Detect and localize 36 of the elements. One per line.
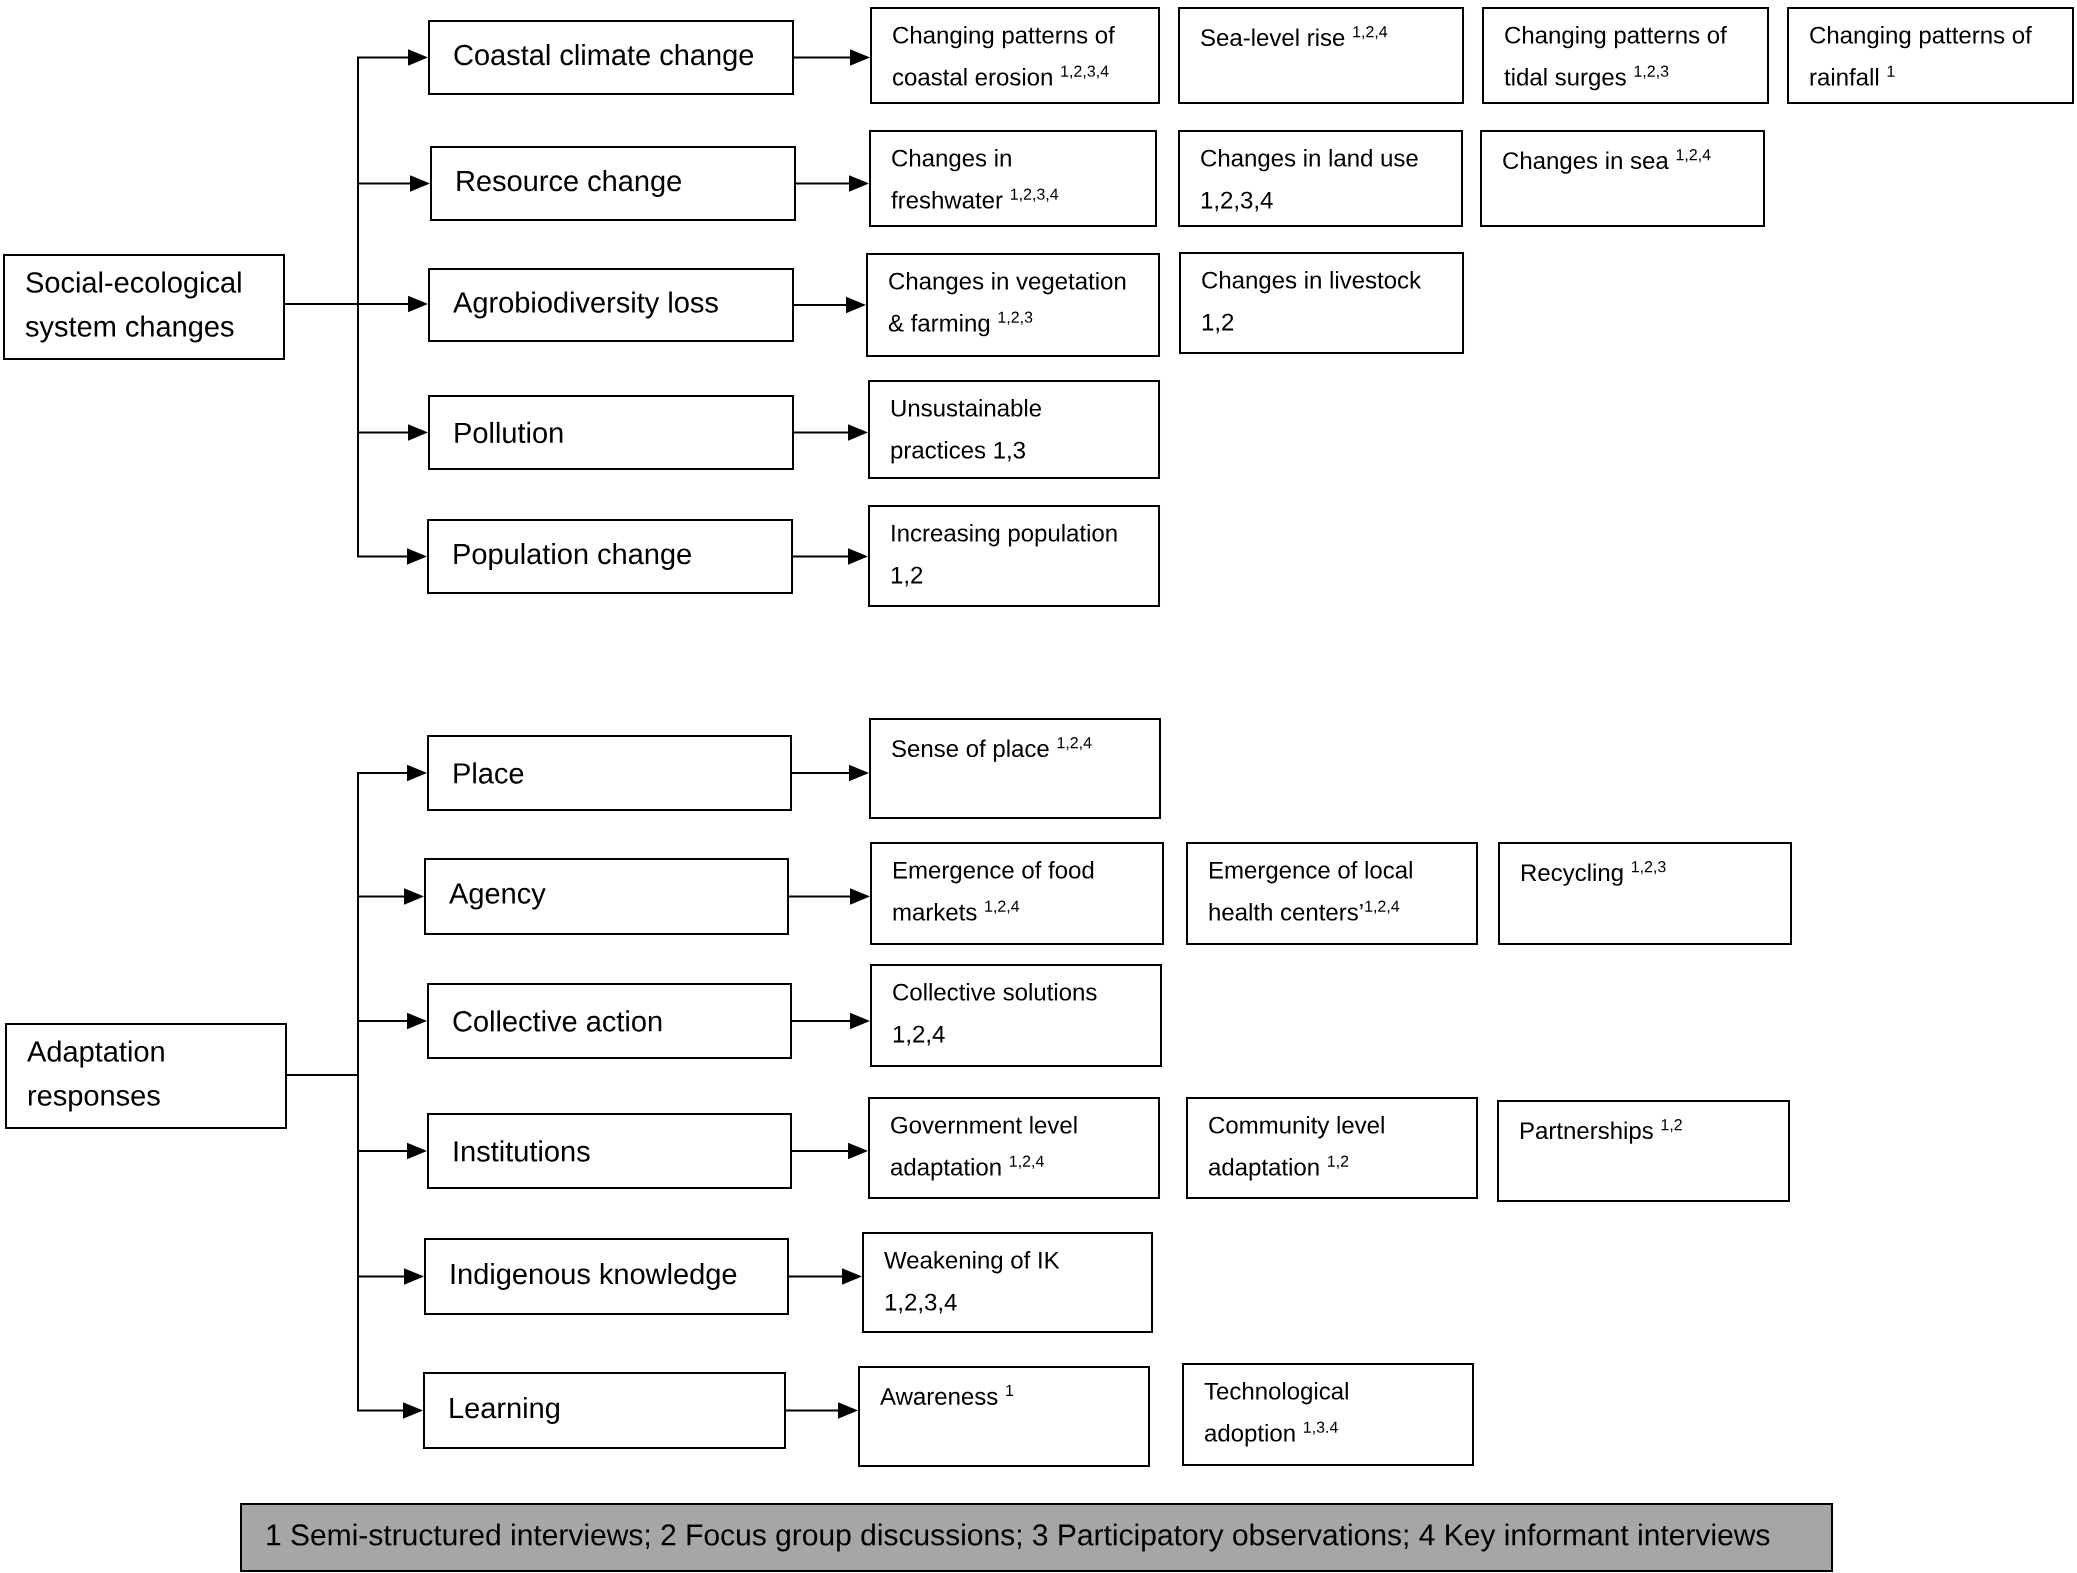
- item-box: Partnerships $^{1,2}$: [1497, 1100, 1790, 1202]
- item-box: Changes in vegetation & farming $^{1,2,3}$: [866, 253, 1160, 357]
- item-box: Emergence of local health centers’$^{1,2,4}$: [1186, 842, 1478, 945]
- item-box: Changing patterns of rainfall $^{1}$: [1787, 7, 2074, 104]
- category-box: Learning: [423, 1372, 786, 1449]
- category-box: Place: [427, 735, 792, 811]
- category-box: Population change: [427, 519, 793, 594]
- item-box: Government level adaptation $^{1,2,4}$: [868, 1097, 1160, 1199]
- category-box: Institutions: [427, 1113, 792, 1189]
- item-box: Increasing population 1,2: [868, 505, 1160, 607]
- heading-box: Adaptation responses: [5, 1023, 287, 1129]
- item-box: Sea-level rise $^{1,2,4}$: [1178, 7, 1464, 104]
- item-box: Emergence of food markets $^{1,2,4}$: [870, 842, 1164, 945]
- category-box: Agency: [424, 858, 789, 935]
- item-box: Changes in land use 1,2,3,4: [1178, 130, 1463, 227]
- item-box: Awareness $^{1}$: [858, 1366, 1150, 1467]
- item-box: Weakening of IK 1,2,3,4: [862, 1232, 1153, 1333]
- item-box: Sense of place $^{1,2,4}$: [869, 718, 1161, 819]
- category-box: Agrobiodiversity loss: [428, 268, 794, 342]
- item-box: Recycling $^{1,2,3}$: [1498, 842, 1792, 945]
- item-box: Technological adoption $^{1,3.4}$: [1182, 1363, 1474, 1466]
- item-box: Unsustainable practices 1,3: [868, 380, 1160, 479]
- item-box: Changes in livestock 1,2: [1179, 252, 1464, 354]
- item-box: Changes in sea $^{1,2,4}$: [1480, 130, 1765, 227]
- item-box: Community level adaptation $^{1,2}$: [1186, 1097, 1478, 1199]
- heading-box: Social-ecological system changes: [3, 254, 285, 360]
- key-band: 1 Semi-structured interviews; 2 Focus group discussions; 3 Participatory observations; 4 Key informant interviews: [240, 1503, 1833, 1572]
- item-box: Changes in freshwater $^{1,2,3,4}$: [869, 130, 1157, 227]
- category-box: Coastal climate change: [428, 20, 794, 95]
- category-box: Collective action: [427, 983, 792, 1059]
- item-box: Collective solutions 1,2,4: [870, 964, 1162, 1067]
- item-box: Changing patterns of coastal erosion $^{1,2,3,4}$: [870, 7, 1160, 104]
- category-box: Indigenous knowledge: [424, 1238, 789, 1315]
- category-box: Pollution: [428, 395, 794, 470]
- item-box: Changing patterns of tidal surges $^{1,2,3}$: [1482, 7, 1769, 104]
- category-box: Resource change: [430, 146, 796, 221]
